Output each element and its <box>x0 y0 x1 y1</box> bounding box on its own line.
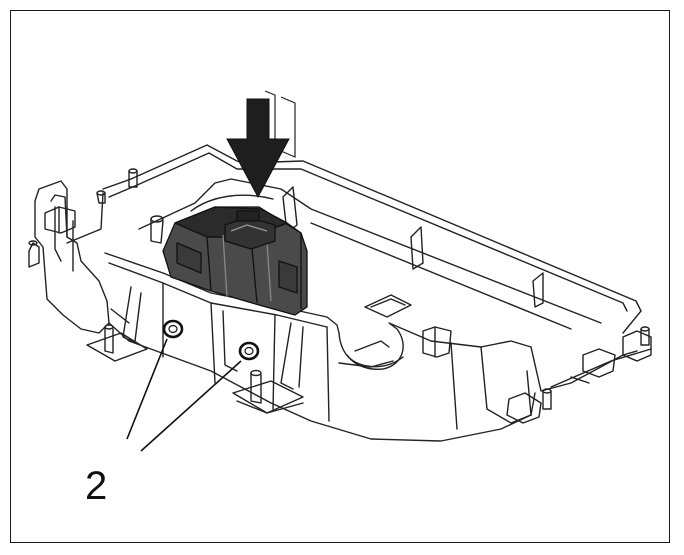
right-bracket-2 <box>582 348 616 378</box>
callout-ring-2 <box>238 341 260 361</box>
tray-right-wall <box>530 346 638 392</box>
leader-line-1 <box>126 338 168 440</box>
left-post-3 <box>96 190 106 204</box>
left-post-1 <box>28 240 40 268</box>
right-post-1 <box>640 326 650 346</box>
left-post-2 <box>128 168 138 188</box>
callout-label: 2 <box>85 464 108 508</box>
floor-fin-3 <box>532 272 544 308</box>
floor-fin-1 <box>282 186 298 234</box>
callout-ring-1 <box>162 319 184 339</box>
tray-front-bottom-edge <box>108 322 532 442</box>
floor-slot <box>364 294 412 318</box>
tray-inner-floor <box>138 178 602 324</box>
tray-back-rim-inner <box>108 152 628 312</box>
down-arrow-icon <box>226 90 296 199</box>
leader-line-2 <box>140 360 242 452</box>
front-left-post <box>86 324 148 362</box>
bottom-post <box>232 369 304 414</box>
illustration-frame: 2 <box>10 10 670 543</box>
tray-left-wall <box>34 180 110 334</box>
control-module <box>162 206 308 316</box>
right-post-2 <box>542 388 552 410</box>
installation-diagram <box>28 90 652 452</box>
right-bracket-3 <box>506 392 542 424</box>
floor-fin-2 <box>410 226 424 270</box>
inner-post-left <box>150 215 164 244</box>
